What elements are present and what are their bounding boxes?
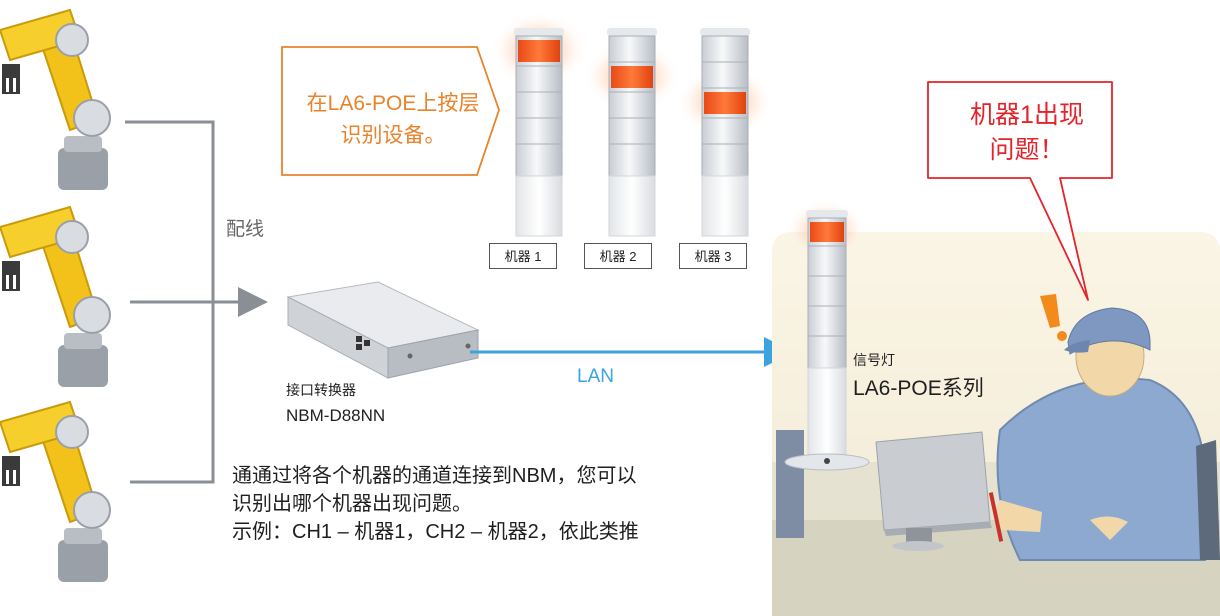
machine-label-3: 机器 3 <box>679 243 747 269</box>
monitor <box>875 431 992 551</box>
robot-arm-1 <box>0 8 111 190</box>
robot-arm-3 <box>0 400 111 582</box>
callout-left-line1: 在LA6-POE上按层 <box>306 92 480 115</box>
machine-label-2: 机器 2 <box>584 243 652 269</box>
alert-exclamation-icon <box>1040 294 1067 341</box>
lan-label: LAN <box>577 366 614 387</box>
description-line2: 识别出哪个机器出现问题。 <box>232 493 472 515</box>
wiring-lines <box>125 120 268 484</box>
stack-light-machine-2 <box>584 28 680 237</box>
stack-light-machine-3 <box>677 28 773 237</box>
worker-figure <box>988 307 1220 561</box>
description-line1: 通通过将各个机器的通道连接到NBM，您可以 <box>232 465 637 487</box>
stack-light-machine-1 <box>491 12 587 237</box>
description-line3: 示例：CH1 – 机器1，CH2 – 机器2，依此类推 <box>232 521 639 543</box>
machine-label-1: 机器 1 <box>489 243 557 269</box>
callout-right-bubble <box>927 81 1113 301</box>
callout-right-line1: 机器1出现 <box>970 101 1084 129</box>
description-text: 通通过将各个机器的通道连接到NBM，您可以 识别出哪个机器出现问题。 示例：CH… <box>232 462 639 546</box>
signal-light-label: 信号灯 <box>853 352 895 368</box>
callout-right-text: 机器1出现 问题！ <box>942 98 1112 168</box>
converter-label: 接口转换器 <box>286 382 356 398</box>
wiring-label: 配线 <box>226 219 265 240</box>
signal-light-model: LA6-POE系列 <box>853 377 984 400</box>
signal-light-la6-poe <box>784 200 870 471</box>
converter-device <box>286 281 480 379</box>
callout-right-line2: 问题！ <box>989 136 1065 164</box>
robot-arm-2 <box>0 205 111 387</box>
callout-left-line2: 识别设备。 <box>340 124 446 147</box>
callout-left-text: 在LA6-POE上按层 识别设备。 <box>284 88 502 152</box>
converter-model: NBM-D88NN <box>286 406 386 425</box>
callout-left-bubble <box>281 46 500 176</box>
